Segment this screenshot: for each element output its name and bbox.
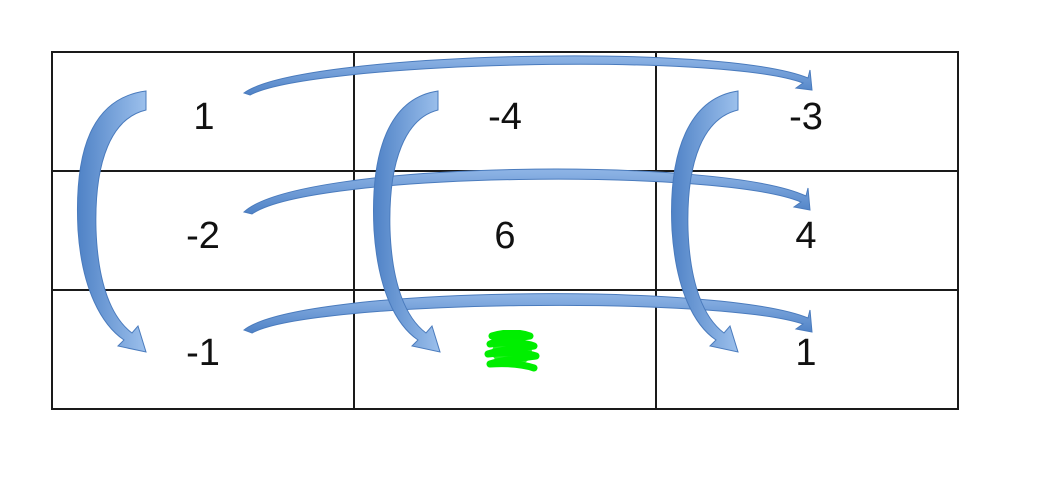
cell-value-r1-c3: -3 xyxy=(789,96,823,138)
cell-value-r3-c1: -1 xyxy=(186,332,220,374)
cell-value-r3-c3: 1 xyxy=(795,332,817,374)
green-scribble-icon xyxy=(484,330,540,372)
cell-value-r1-c1: 1 xyxy=(193,96,215,138)
cell-r3-c3 xyxy=(655,289,959,410)
cell-value-r2-c1: -2 xyxy=(186,215,220,257)
cell-value-r2-c2: 6 xyxy=(494,215,516,257)
green-scribble-fill xyxy=(492,338,532,366)
cell-value-r2-c3: 4 xyxy=(795,215,817,257)
cell-value-r1-c2: -4 xyxy=(488,96,522,138)
